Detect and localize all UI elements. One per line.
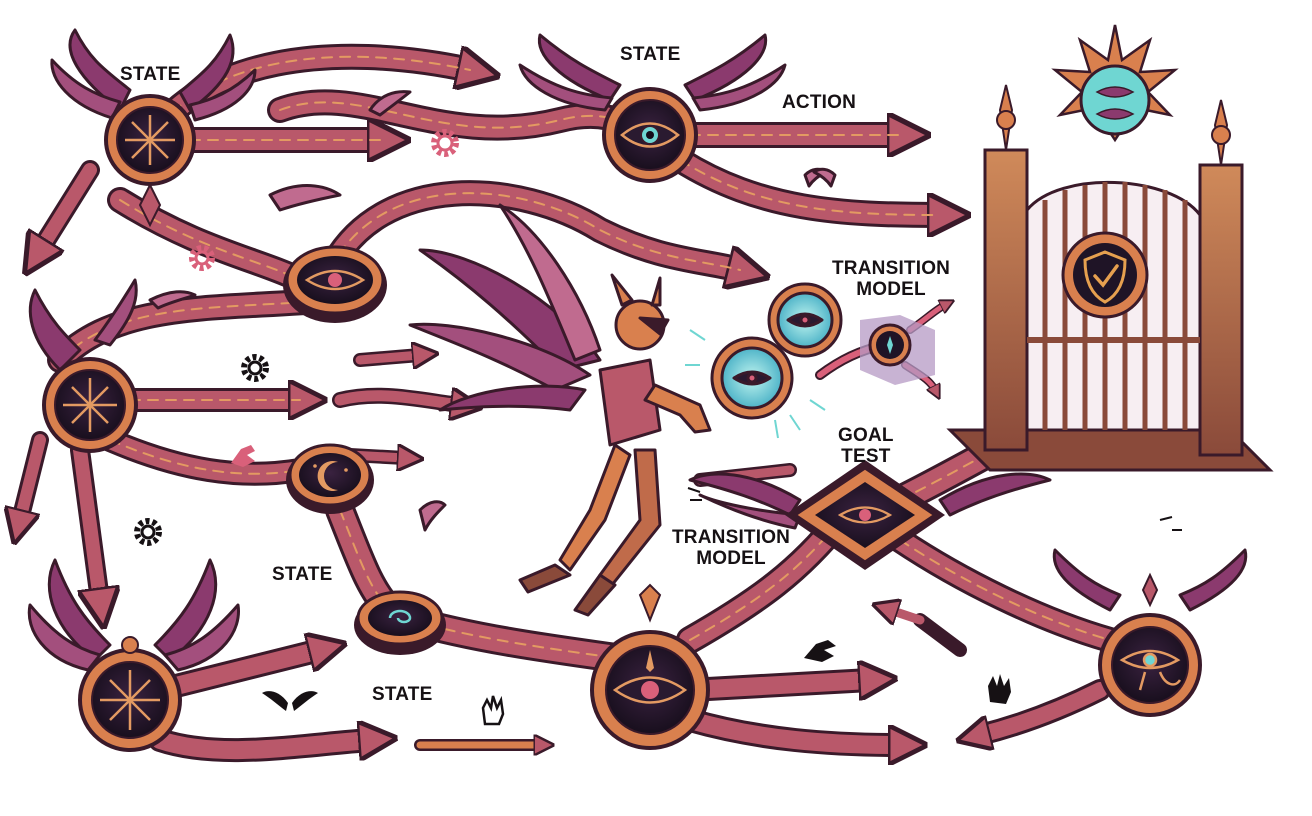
gear-icon bbox=[431, 129, 459, 157]
wings-state-top-center bbox=[518, 33, 787, 112]
label-action: ACTION bbox=[782, 92, 857, 113]
ribbon-left-downs bbox=[20, 160, 100, 600]
ribbon-horus-west bbox=[980, 679, 1111, 735]
eye-icon bbox=[732, 370, 772, 386]
transition-model-node bbox=[860, 315, 935, 385]
glow-rays bbox=[685, 329, 826, 439]
node-goal-diamond bbox=[785, 460, 945, 570]
ribbon-left-to-moon bbox=[98, 428, 312, 486]
eye-icon bbox=[786, 312, 824, 328]
hand-icon bbox=[804, 640, 836, 662]
eye-of-horus-icon bbox=[1119, 649, 1182, 691]
eye-icon bbox=[837, 506, 893, 524]
swirl-icon bbox=[388, 609, 412, 624]
ribbon-mid-sweep bbox=[47, 287, 343, 373]
wings-goal-diamond bbox=[688, 472, 1052, 530]
gear-icon bbox=[241, 354, 269, 382]
gear-icon bbox=[189, 245, 215, 271]
node-state-bottom-center bbox=[590, 583, 710, 750]
winged-robot-agent bbox=[408, 203, 843, 617]
label-state-top-left: STATE bbox=[120, 64, 181, 85]
gate-bars bbox=[1042, 182, 1188, 430]
ribbon-bottom-left-east bbox=[148, 650, 370, 763]
node-moon bbox=[286, 443, 374, 514]
label-state-mid-left: STATE bbox=[272, 564, 333, 585]
robot-held-devices bbox=[685, 282, 843, 439]
label-state-bottom: STATE bbox=[372, 684, 433, 705]
ribbon-loop-arc bbox=[317, 180, 740, 270]
hand-icon bbox=[988, 674, 1011, 704]
label-transition-model-right: TRANSITION MODEL bbox=[832, 258, 951, 300]
eye-icon bbox=[304, 269, 366, 291]
loose-icons bbox=[134, 129, 1182, 726]
compass-star-icon bbox=[100, 670, 160, 730]
wing-icon bbox=[262, 691, 318, 711]
robot-wings bbox=[408, 203, 602, 412]
node-eye-upper-left bbox=[283, 245, 387, 323]
label-transition-model-center: TRANSITION MODEL bbox=[672, 527, 791, 569]
wings-state-top-left bbox=[50, 28, 257, 122]
eye-icon bbox=[612, 650, 688, 704]
ribbon-goal-to-horus bbox=[887, 527, 1123, 653]
node-state-top-left bbox=[104, 94, 196, 228]
gate-sunburst bbox=[1051, 24, 1179, 143]
crescent-moon-icon bbox=[313, 461, 348, 491]
compass-star-icon bbox=[887, 336, 893, 354]
gate-emblem bbox=[1061, 231, 1149, 319]
node-swirl-bottom bbox=[354, 590, 446, 655]
wings-state-mid-left bbox=[28, 278, 138, 372]
eye-icon bbox=[620, 122, 680, 148]
node-state-horus bbox=[1098, 572, 1202, 717]
hand-icon bbox=[231, 445, 255, 467]
robot-body bbox=[518, 273, 712, 617]
wings-layer bbox=[27, 28, 1248, 672]
node-state-top-center bbox=[602, 87, 698, 183]
wings-state-bottom-left bbox=[27, 558, 240, 672]
ribbon-top-to-gate bbox=[667, 147, 940, 215]
loose-wings bbox=[148, 90, 837, 532]
node-state-bottom-left bbox=[78, 636, 182, 752]
wings-state-horus bbox=[1052, 548, 1248, 612]
label-goal-test: GOAL TEST bbox=[838, 425, 894, 467]
ribbon-layer bbox=[20, 43, 1123, 763]
node-state-mid-left bbox=[42, 357, 138, 453]
label-state-top-center: STATE bbox=[620, 44, 681, 65]
ribbon-bottom-center-east bbox=[678, 680, 900, 745]
spark-marks bbox=[687, 487, 1182, 531]
gear-icon bbox=[134, 518, 162, 546]
compass-star-icon bbox=[125, 115, 175, 165]
compass-star-icon bbox=[63, 378, 117, 432]
eye-icon bbox=[1095, 86, 1135, 120]
goal-gate bbox=[946, 24, 1274, 472]
shield-check-icon bbox=[1083, 250, 1127, 304]
hand-icon bbox=[481, 695, 505, 726]
